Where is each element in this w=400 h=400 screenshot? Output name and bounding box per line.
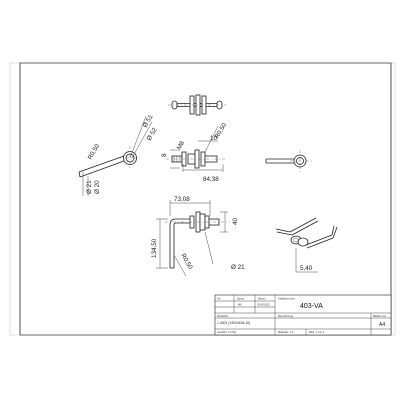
dim-d21: Ø 21 [86, 180, 93, 194]
tb-werkstoff-label: Werkstoff [217, 314, 228, 318]
tb-article-number: 403-VA [300, 303, 323, 310]
tb-blatt: Blatt: 1 von 1 [309, 330, 325, 334]
dim-d51: Ø 51 [142, 113, 155, 129]
tb-row2-name: MK [238, 303, 242, 307]
dim-m8: M8 [176, 139, 187, 151]
title-block [214, 294, 392, 336]
tb-gewicht: Gewicht: 1,0 Stg [217, 330, 237, 334]
dim-84-38: 84,38 [203, 176, 219, 183]
tb-sheet-size: A4 [379, 322, 385, 328]
dim-5-40: 5,40 [300, 265, 313, 272]
tb-material: 1.4301 (X5CrNi18-10) [217, 321, 250, 325]
view-side-right [265, 150, 312, 172]
tb-row2-datum: 03.08.2012 [257, 303, 271, 307]
tb-head-artikelnummer: Artikelnummer [278, 297, 295, 301]
dim-r050-left: R0,50 [87, 143, 102, 161]
sheet-border-outer [9, 62, 396, 336]
tb-massstab: Maßstab: 1:3 [278, 330, 294, 334]
tb-head-art: Art [217, 297, 221, 301]
view-top [168, 94, 226, 116]
dim-10: 10 [210, 135, 218, 142]
dim-r050-top: R0,50 [214, 122, 229, 140]
view-bottom-main [156, 200, 230, 277]
dim-134-50: 134,50 [151, 238, 158, 258]
tb-head-name: Name [237, 297, 244, 301]
dim-8: 8 [161, 153, 168, 157]
dim-d21-bottom: Ø 21 [231, 264, 245, 271]
view-front [166, 125, 226, 172]
view-side-left [78, 115, 153, 196]
view-isometric [275, 217, 338, 273]
dim-73-08: 73,08 [174, 196, 190, 203]
dim-40: 40 [232, 217, 239, 225]
dim-d20: Ø 20 [94, 180, 101, 194]
tb-blattformat-label: Blattformat [373, 314, 386, 318]
tb-bezeichnung-label: Bezeichnung [278, 314, 294, 318]
tb-head-datum: Datum [258, 297, 266, 301]
